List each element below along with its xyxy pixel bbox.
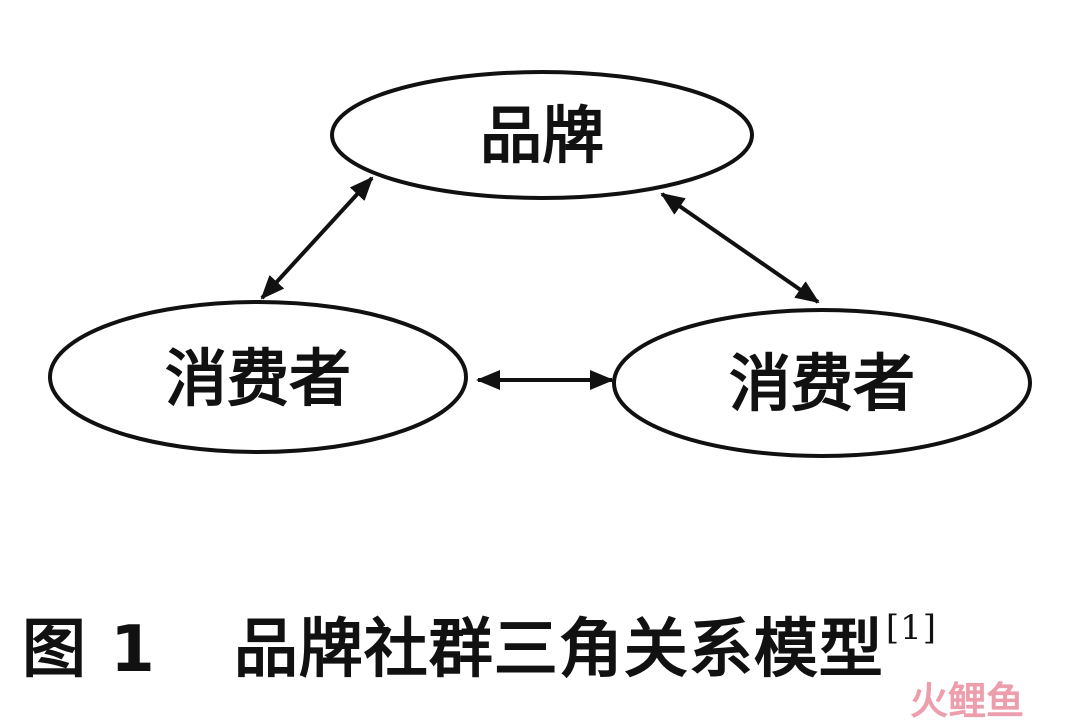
watermark-logo: 火鲤鱼 [910,679,1025,723]
node-brand-label: 品牌 [480,99,604,172]
node-brand: 品牌 [330,70,754,200]
figure-title: 品牌社群三角关系模型 [233,613,884,687]
arrow-brand-consumer-left [260,176,374,300]
citation-ref: [1] [885,608,937,648]
arrow-brand-consumer-right [660,192,820,304]
node-consumer-right: 消费者 [612,308,1032,458]
figure-caption: 图 1 品牌社群三角关系模型[1] [22,598,937,690]
node-consumer-left-label: 消费者 [165,342,351,415]
node-consumer-right-label: 消费者 [729,347,915,420]
node-consumer-left-ellipse [48,300,468,454]
brand-community-diagram: 品牌 消费者 消费者 [48,70,1032,458]
node-consumer-right-ellipse [612,308,1032,458]
node-consumer-left: 消费者 [48,300,468,454]
node-brand-ellipse [330,70,754,200]
figure-number: 图 1 [22,613,156,687]
